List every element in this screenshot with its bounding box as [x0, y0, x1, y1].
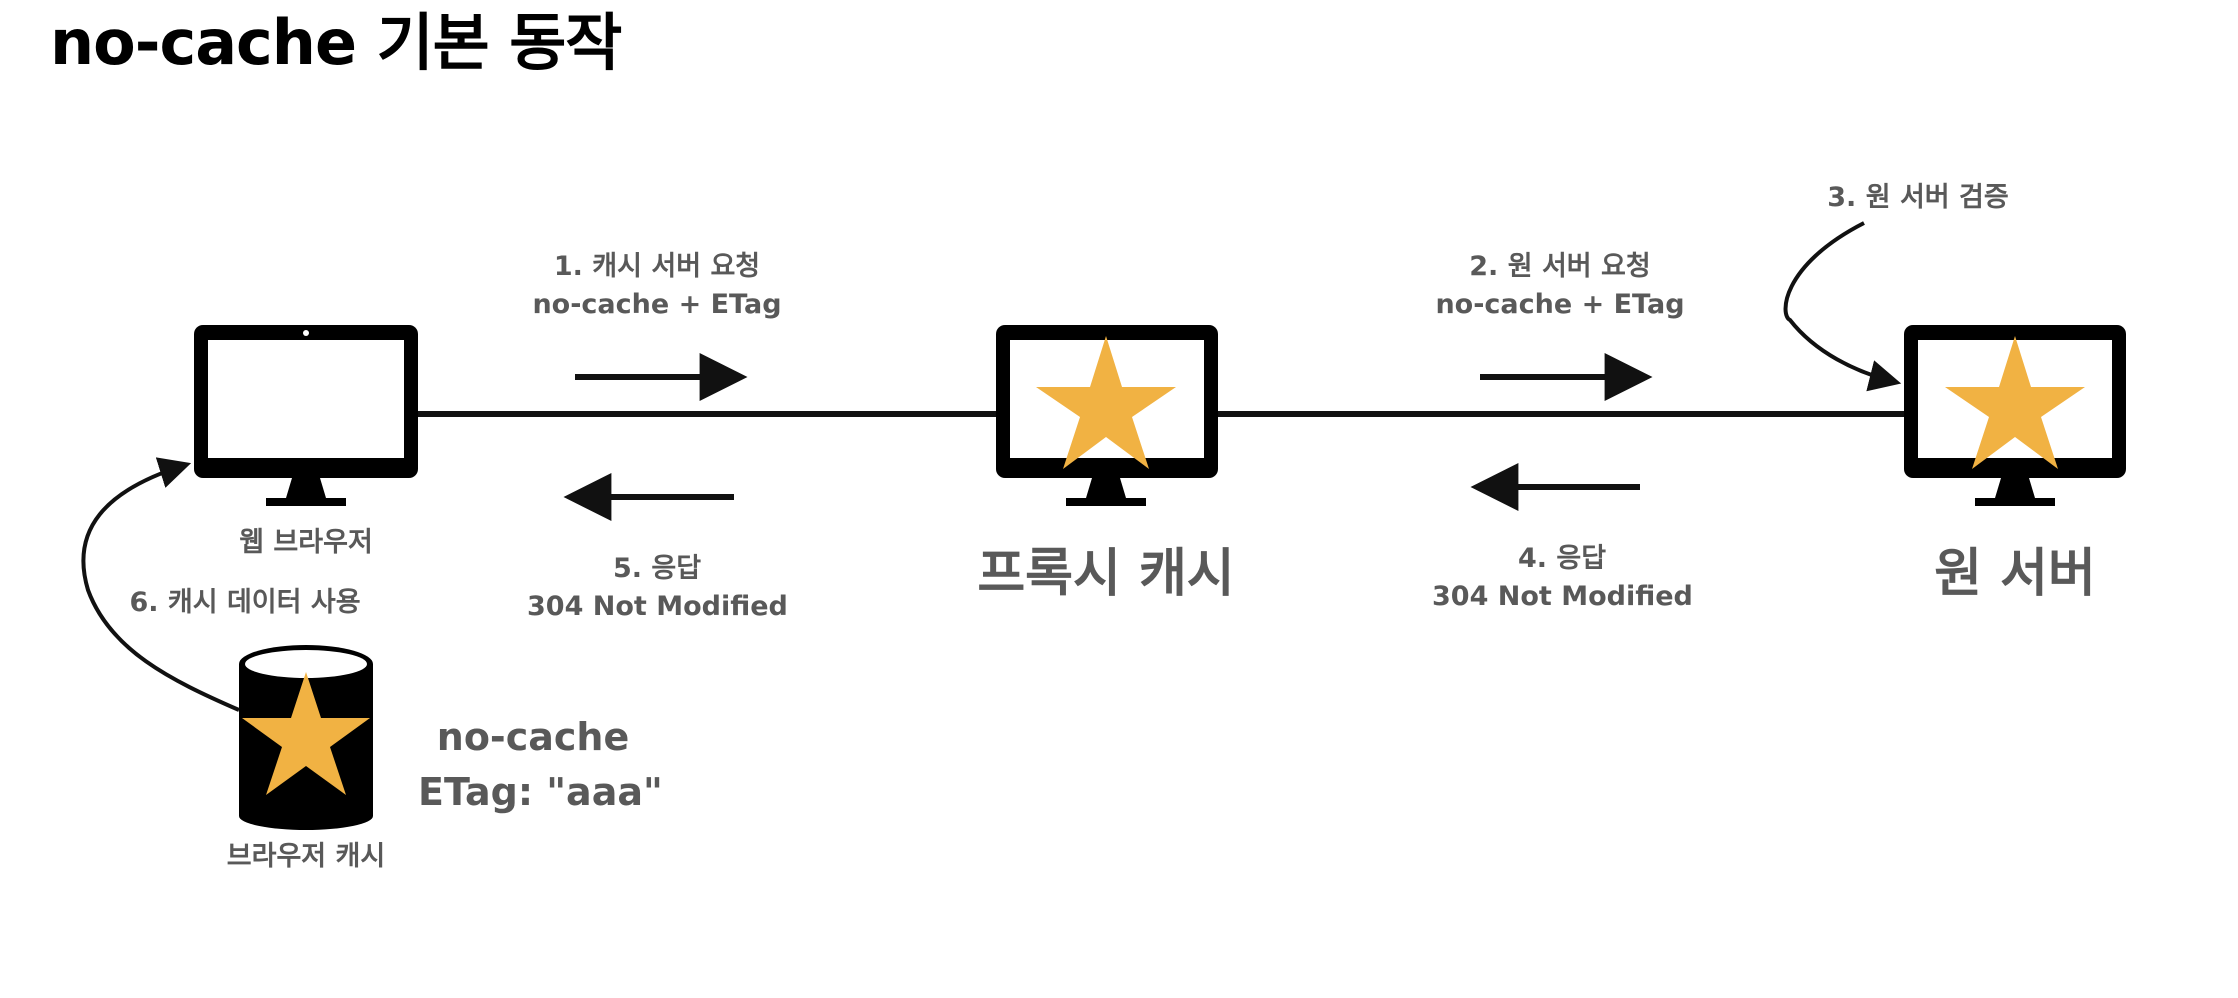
step3-title: 3. 원 서버 검증: [1827, 182, 2009, 213]
step4-detail: 304 Not Modified: [1432, 580, 1693, 612]
browser-monitor-icon: [194, 325, 418, 506]
step1-label: 1. 캐시 서버 요청 no-cache + ETag: [532, 248, 782, 324]
cache-info-label: no-cache ETag: "aaa": [418, 710, 663, 820]
step2-label: 2. 원 서버 요청 no-cache + ETag: [1435, 248, 1685, 324]
step1-detail: no-cache + ETag: [532, 288, 782, 320]
step5-detail: 304 Not Modified: [527, 590, 788, 622]
step6-title: 6. 캐시 데이터 사용: [129, 587, 361, 618]
arrow-step3-curve: [1783, 221, 1902, 392]
proxy-cache-label: 프록시 캐시: [977, 544, 1235, 604]
step4-label: 4. 응답 304 Not Modified: [1432, 540, 1693, 616]
arrow-step6-curve: [81, 457, 240, 712]
step1-title: 1. 캐시 서버 요청: [553, 251, 761, 282]
proxy-monitor-icon: [996, 325, 1218, 506]
step2-title: 2. 원 서버 요청: [1469, 251, 1651, 282]
browser-cache-label: 브라우저 캐시: [226, 841, 386, 872]
step4-title: 4. 응답: [1517, 543, 1607, 574]
step3-label: 3. 원 서버 검증: [1818, 179, 2018, 217]
cache-control-value: no-cache: [436, 715, 630, 759]
step5-title: 5. 응답: [612, 553, 702, 584]
origin-monitor-icon: [1904, 325, 2126, 506]
step6-label: 6. 캐시 데이터 사용: [120, 584, 370, 622]
step2-detail: no-cache + ETag: [1435, 288, 1685, 320]
etag-value: ETag: "aaa": [418, 770, 663, 815]
browser-label: 웹 브라우저: [239, 527, 373, 558]
page-title: no-cache 기본 동작: [50, 6, 622, 79]
step5-label: 5. 응답 304 Not Modified: [527, 550, 788, 626]
browser-cache-database-icon: [239, 645, 373, 830]
origin-server-label: 원 서버: [1934, 544, 2096, 604]
